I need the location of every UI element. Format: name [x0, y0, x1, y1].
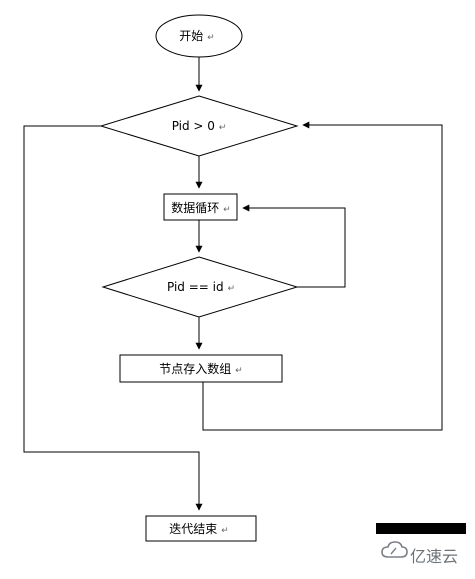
- data-loop-node: 数据循环 ↵: [163, 193, 238, 221]
- end-node: 迭代结束 ↵: [145, 515, 257, 542]
- svg-text:开始 ↵: 开始 ↵: [179, 29, 214, 43]
- match-condition-paragraph-mark: ↵: [227, 284, 235, 294]
- svg-text:Pid > 0 ↵: Pid > 0 ↵: [172, 119, 227, 133]
- arrow-store-back-to-loop: [202, 121, 443, 431]
- store-node-label: 节点存入数组: [159, 361, 231, 376]
- cloud-logo-icon: [381, 541, 408, 558]
- svg-text:数据循环 ↵: 数据循环 ↵: [171, 200, 230, 215]
- loop-condition-paragraph-mark: ↵: [219, 123, 227, 133]
- store-node: 节点存入数组 ↵: [119, 354, 283, 383]
- data-loop-paragraph-mark: ↵: [223, 205, 231, 215]
- svg-text:迭代结束 ↵: 迭代结束 ↵: [169, 522, 228, 536]
- start-node: 开始 ↵: [155, 14, 243, 58]
- start-paragraph-mark: ↵: [207, 33, 215, 43]
- start-label: 开始: [179, 29, 203, 43]
- redaction-bar: [376, 523, 466, 534]
- arrow-match-no-back-to-data-loop: [242, 204, 346, 288]
- data-loop-label: 数据循环: [171, 200, 219, 215]
- watermark: 亿速云: [381, 541, 458, 566]
- loop-condition-node: Pid > 0 ↵: [99, 95, 299, 157]
- arrow-loop-no-to-end: [23, 125, 203, 511]
- store-node-paragraph-mark: ↵: [235, 366, 243, 376]
- match-condition-node: Pid == id ↵: [101, 256, 299, 318]
- svg-text:Pid == id ↵: Pid == id ↵: [167, 280, 235, 294]
- svg-text:节点存入数组 ↵: 节点存入数组 ↵: [159, 361, 242, 376]
- end-paragraph-mark: ↵: [221, 526, 229, 536]
- end-label: 迭代结束: [169, 522, 217, 536]
- match-condition-label: Pid == id: [167, 280, 224, 294]
- watermark-brand: 亿速云: [410, 547, 458, 566]
- loop-condition-label: Pid > 0: [172, 119, 215, 133]
